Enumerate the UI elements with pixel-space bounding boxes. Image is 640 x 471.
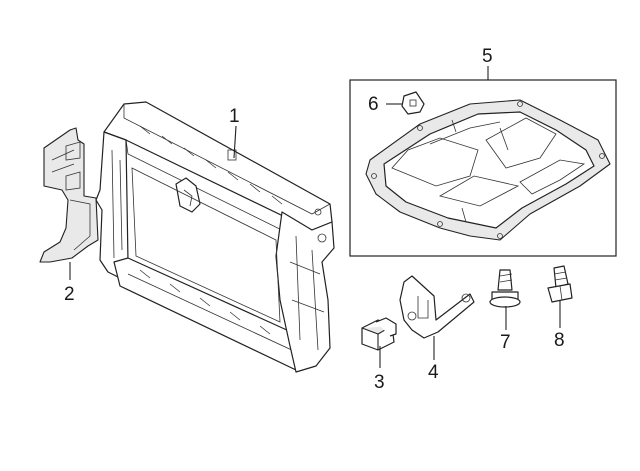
- callout-4: 4: [428, 362, 439, 383]
- callout-1: 1: [229, 106, 240, 127]
- part-7-bolt: [489, 269, 521, 308]
- callout-5: 5: [482, 46, 493, 67]
- part-4-bracket: [399, 275, 475, 339]
- part-8-bolt: [547, 265, 573, 303]
- callout-7: 7: [500, 332, 511, 353]
- part-3-connector: [361, 317, 397, 351]
- part-2-air-deflector: [39, 127, 99, 263]
- callout-3: 3: [374, 372, 385, 393]
- part-6-clip: [401, 91, 425, 115]
- callout-6: 6: [368, 94, 379, 115]
- part-1-radiator-support: [95, 101, 335, 373]
- leader-1: [233, 125, 237, 159]
- part-5-engine-shield: [365, 99, 611, 241]
- callout-8: 8: [554, 330, 565, 351]
- part-5-group-box: [349, 79, 617, 257]
- callout-2: 2: [64, 284, 75, 305]
